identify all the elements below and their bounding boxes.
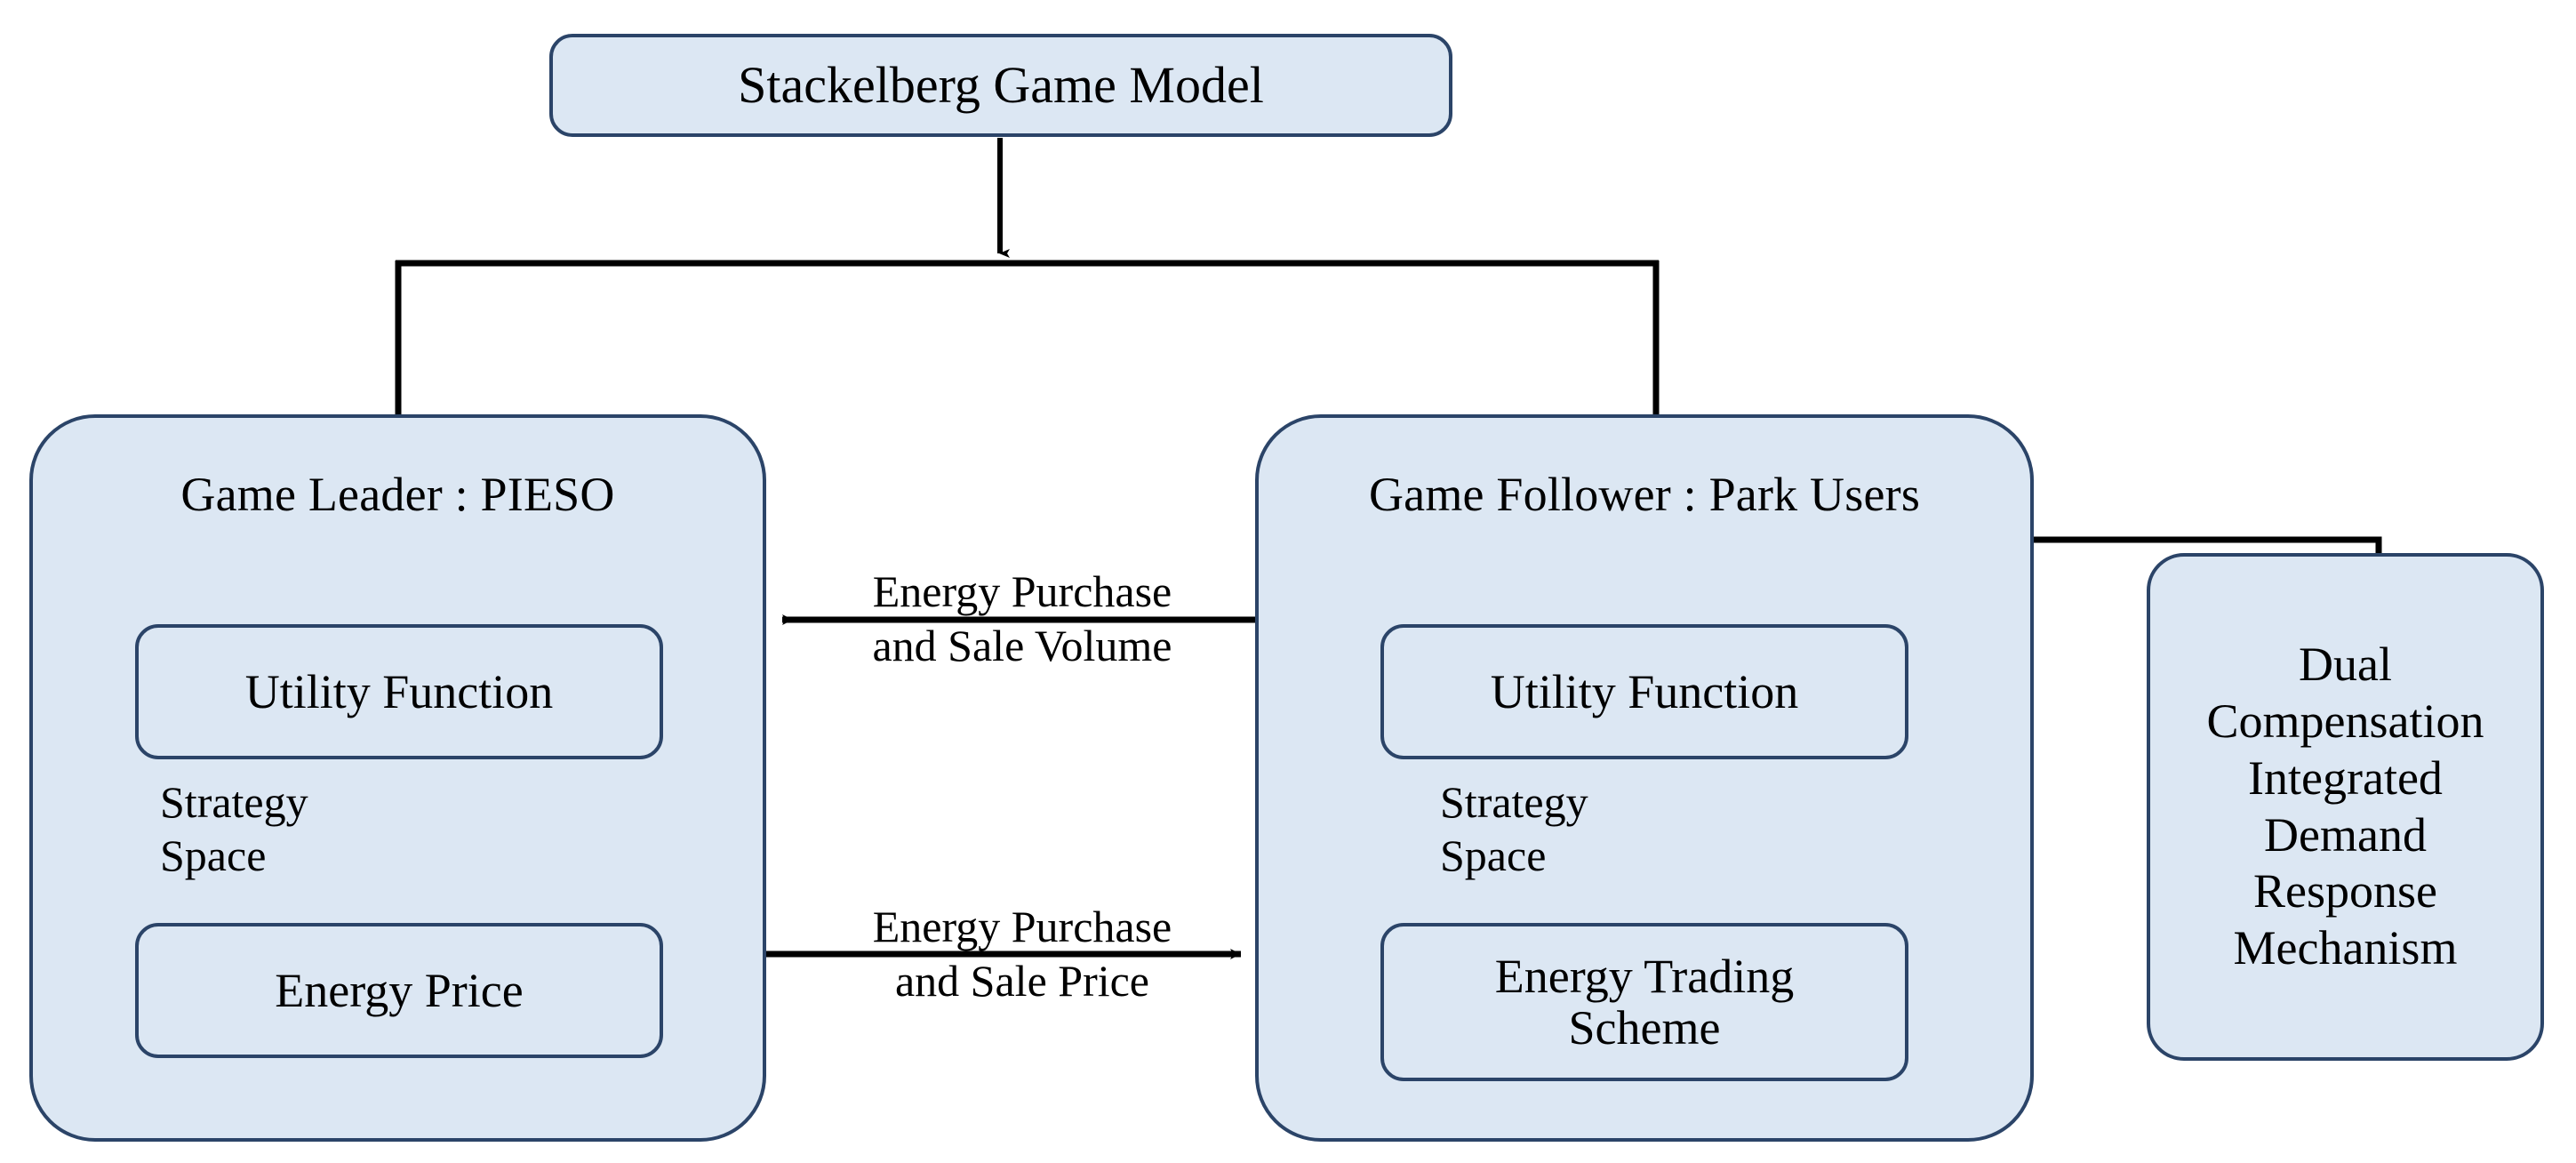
- node-follower-energy-trading-scheme[interactable]: Energy Trading Scheme: [1380, 923, 1908, 1081]
- follower-utility-label: Utility Function: [1490, 664, 1799, 718]
- follower-output-label: Energy Trading Scheme: [1494, 949, 1795, 1055]
- mechanism-label: Dual Compensation Integrated Demand Resp…: [2206, 638, 2484, 975]
- connector-root-to-split: [395, 138, 1660, 427]
- game-leader-title: Game Leader : PIESO: [180, 468, 615, 521]
- node-leader-energy-price[interactable]: Energy Price: [135, 923, 663, 1058]
- node-stackelberg-game-model[interactable]: Stackelberg Game Model: [549, 34, 1452, 137]
- node-follower-utility-function[interactable]: Utility Function: [1380, 624, 1908, 759]
- edge-label-energy-volume: Energy Purchase and Sale Volume: [872, 566, 1172, 670]
- root-label: Stackelberg Game Model: [738, 55, 1264, 114]
- leader-strategy-space-label: Strategy Space: [160, 777, 308, 880]
- leader-output-label: Energy Price: [275, 963, 524, 1017]
- game-follower-title: Game Follower : Park Users: [1368, 468, 1921, 521]
- follower-strategy-space-label: Strategy Space: [1440, 777, 1588, 880]
- leader-utility-label: Utility Function: [244, 664, 554, 718]
- node-demand-response-mechanism[interactable]: Dual Compensation Integrated Demand Resp…: [2147, 553, 2544, 1061]
- edge-label-energy-price: Energy Purchase and Sale Price: [872, 902, 1172, 1006]
- node-leader-utility-function[interactable]: Utility Function: [135, 624, 663, 759]
